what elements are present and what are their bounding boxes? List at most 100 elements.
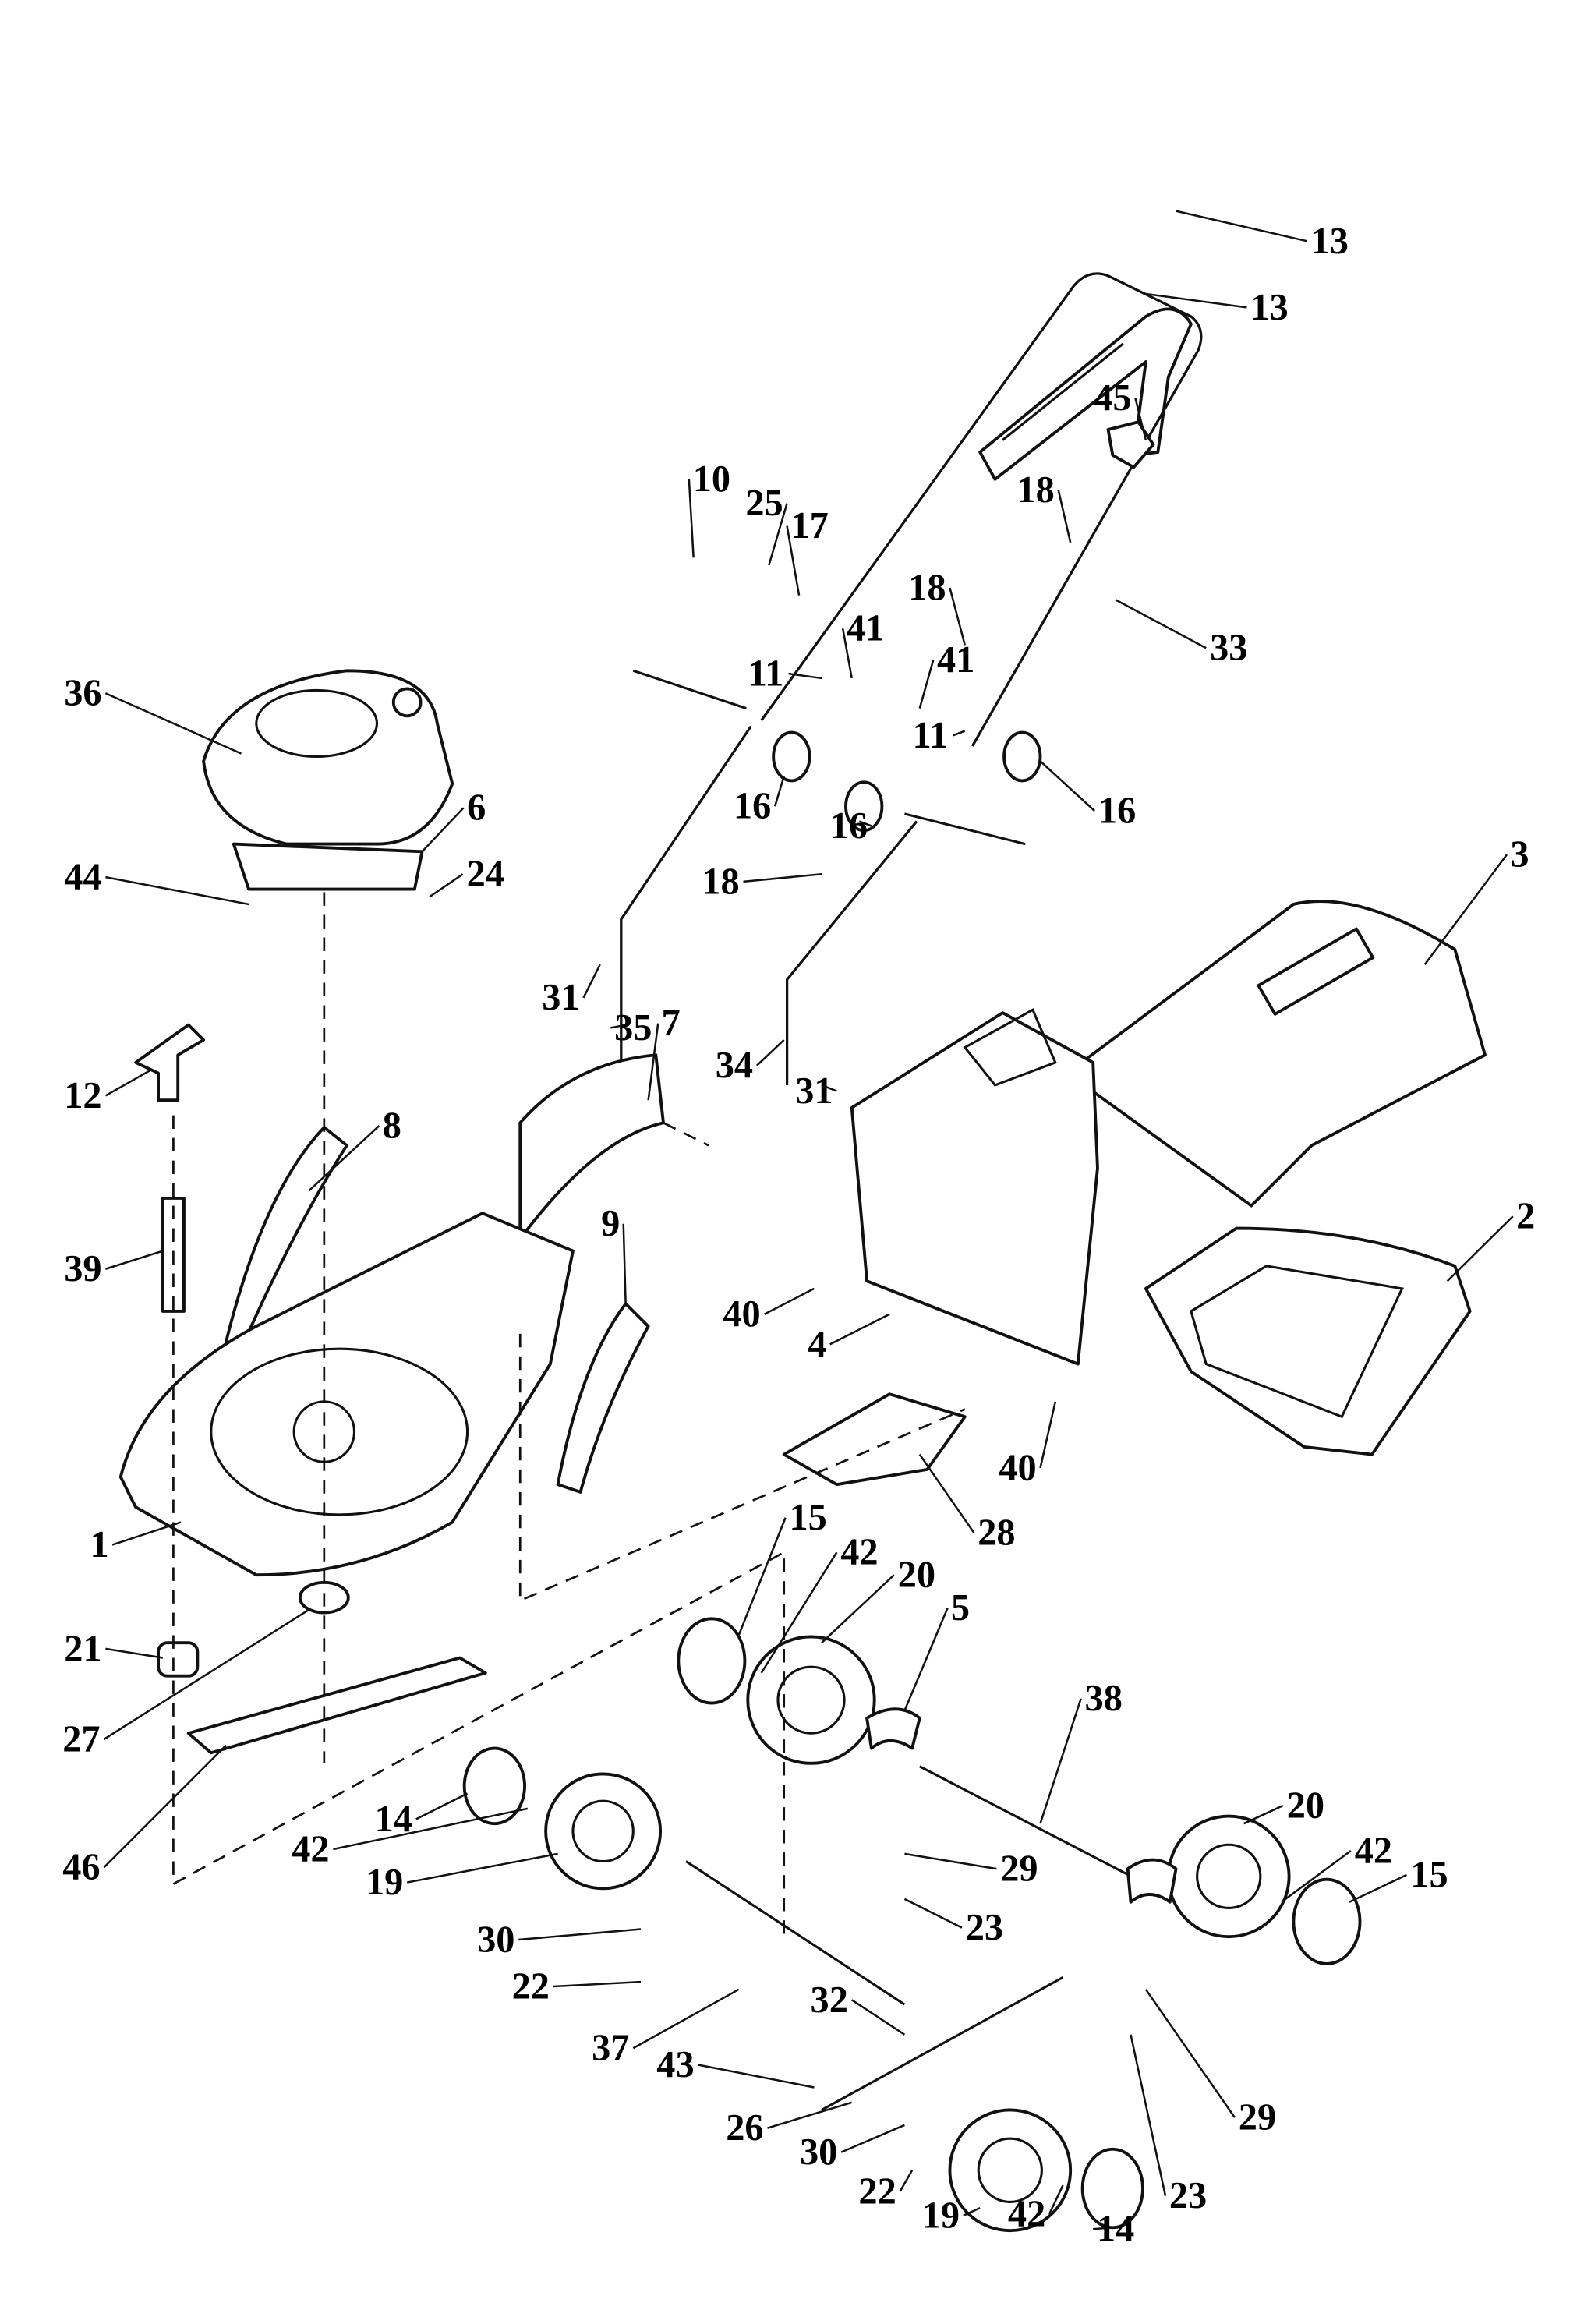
leader-line [821,1084,837,1092]
upper-handle-inner [760,272,1203,747]
part-number-label: 31 [542,977,579,1018]
leader-line [743,873,822,883]
knob [844,780,884,833]
part-number-label: 28 [978,1512,1015,1554]
wheel-19 [948,2108,1073,2233]
leader-line [903,1898,963,1929]
bracket-5 [865,1707,921,1750]
part-number-label: 42 [1355,1830,1392,1871]
leader-line [429,873,464,898]
part-number-label: 20 [1287,1785,1324,1826]
part-number-label: 19 [366,1862,403,1903]
leader-line [610,1024,626,1029]
part-number-label: 8 [383,1105,401,1147]
shield-7 [518,1053,665,1241]
part-number-label: 20 [898,1555,935,1596]
part-number-label: 16 [734,786,771,827]
leader-line [622,1223,627,1304]
rear-flap [850,1011,1099,1366]
leader-line [1423,854,1508,966]
hubcap-15 [1292,1877,1362,1965]
bushing-21 [157,1641,200,1678]
part-number-label: 29 [1239,2097,1276,2138]
wheel-hub [977,2137,1043,2203]
leader-line [1039,760,1095,812]
part-number-label: 37 [592,2028,629,2069]
leader-line [415,1792,469,1820]
knob [1002,730,1042,783]
part-number-label: 41 [847,608,884,649]
bolt-right [904,812,1026,846]
part-number-label: 7 [662,1003,681,1044]
bolt-left [632,669,747,710]
lower-handle-left-inner [620,725,752,1063]
handle-grip [978,307,1193,481]
leader-line [904,1852,997,1870]
part-number-label: 22 [512,1965,550,2007]
part-number-label: 40 [723,1293,760,1335]
part-number-label: 18 [1017,469,1055,511]
grass-box-cover [1066,900,1487,1208]
leader-line [760,1551,838,1674]
bracket-5 [1126,1858,1178,1904]
leader-line [105,875,249,906]
part-number-label: 42 [840,1532,878,1573]
part-number-label: 18 [908,567,946,608]
part-number-label: 14 [1097,2209,1134,2250]
part-number-label: 44 [64,857,101,898]
wheel-20 [1166,1814,1291,1939]
leader-line [1057,490,1072,543]
leader-line [1243,1804,1284,1825]
leader-line [1145,292,1247,309]
leader-line [918,1453,975,1533]
assembly-line [518,1333,966,1603]
part-number-label: 38 [1085,1678,1123,1719]
knob-45 [1106,420,1155,469]
part-number-label: 25 [745,483,783,524]
leader-line [518,1928,642,1941]
hubcap-14 [462,1746,526,1826]
mower-deck [118,1212,575,1577]
wheel-hub [571,1799,635,1863]
leader-line [582,964,601,999]
part-number-label: 3 [1510,834,1529,875]
part-number-label: 13 [1311,221,1349,262]
engine-top [255,688,379,759]
part-number-label: 15 [789,1497,826,1538]
part-number-label: 35 [614,1007,652,1049]
knob [772,730,811,783]
part-number-label: 41 [937,639,974,681]
cover-handle [1257,927,1375,1016]
part-number-label: 19 [922,2195,960,2236]
oil-cap [391,687,423,718]
part-number-label: 42 [1008,2193,1045,2234]
leader-line [1048,2184,1064,2215]
part-number-label: 31 [795,1070,833,1112]
motor-base [232,842,424,891]
part-number-label: 16 [830,805,868,847]
part-number-label: 32 [811,1979,848,2021]
part-number-label: 23 [966,1907,1003,1948]
leader-line [763,1287,815,1315]
leader-line [308,1125,380,1192]
part-number-label: 46 [62,1847,100,1888]
leader-line [918,660,935,709]
leader-line [829,1313,890,1346]
leader-line [786,525,801,596]
leader-line [103,1608,310,1740]
part-number-label: 43 [656,2044,694,2085]
leader-line [1130,2034,1167,2196]
part-number-label: 33 [1210,628,1247,669]
leader-line [821,1574,895,1644]
part-number-label: 30 [477,1919,514,1961]
part-number-label: 42 [292,1829,329,1870]
part-number-label: 11 [912,715,948,756]
leader-line [688,479,695,558]
part-number-label: 2 [1516,1196,1535,1237]
part-number-label: 1 [90,1524,109,1565]
part-number-label: 27 [62,1718,100,1760]
leader-line [1039,1698,1082,1824]
wheel-19 [544,1772,663,1891]
engine-hood [202,669,454,846]
